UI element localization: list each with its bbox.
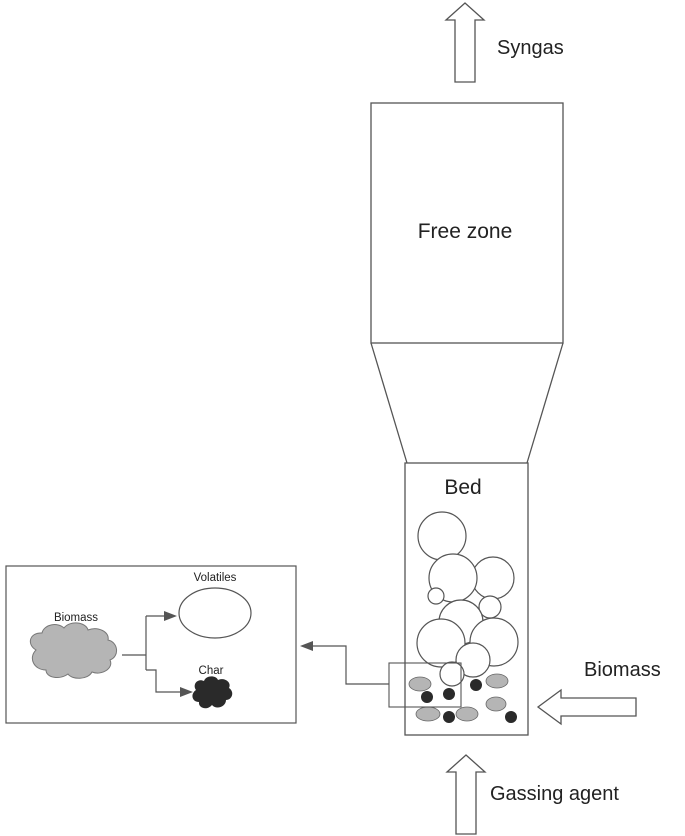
biomass-particle xyxy=(415,706,441,722)
char-particles xyxy=(421,679,517,723)
bubble xyxy=(455,642,491,678)
syngas-label: Syngas xyxy=(497,37,564,59)
biomass-particles xyxy=(408,673,509,722)
inset-char-cloud xyxy=(192,676,233,709)
char-particle xyxy=(443,711,455,723)
bubble xyxy=(427,587,445,605)
bubble xyxy=(416,618,466,668)
inset-volatiles-label: Volatiles xyxy=(194,572,237,584)
biomass-particle xyxy=(455,706,479,722)
biomass-particle xyxy=(485,673,509,689)
vessel-cone xyxy=(370,342,564,464)
syngas-outlet-arrow xyxy=(444,2,486,83)
biomass-particle xyxy=(485,696,507,712)
inset-biomass-cloud xyxy=(29,622,117,679)
inset-biomass-label: Biomass xyxy=(54,612,98,624)
gassing-agent-label: Gassing agent xyxy=(490,783,619,805)
inset-volatiles-ellipse xyxy=(178,587,252,639)
gassing-agent-arrow xyxy=(445,754,487,835)
biomass-particle xyxy=(408,676,432,692)
free-zone-vessel xyxy=(370,102,564,344)
bubble xyxy=(471,556,515,600)
bubble xyxy=(417,511,467,561)
biomass-inlet-label: Biomass xyxy=(584,659,661,681)
char-particle xyxy=(421,691,433,703)
bed-bubbles xyxy=(416,511,519,687)
char-particle xyxy=(505,711,517,723)
zoom-connector xyxy=(312,645,389,685)
char-particle xyxy=(443,688,455,700)
inset-char-label: Char xyxy=(199,665,224,677)
free-zone-label: Free zone xyxy=(418,220,513,243)
zoom-connector-arrowhead xyxy=(300,641,313,651)
char-particle xyxy=(470,679,482,691)
biomass-inlet-arrow xyxy=(536,688,637,726)
bubble xyxy=(439,661,465,687)
zoom-box xyxy=(388,662,462,708)
bed-label: Bed xyxy=(444,476,481,499)
inset-arrowhead-char xyxy=(180,687,193,697)
bed-vessel xyxy=(404,462,529,736)
inset-split-lines xyxy=(122,615,181,693)
inset-arrowhead-volatiles xyxy=(164,611,177,621)
